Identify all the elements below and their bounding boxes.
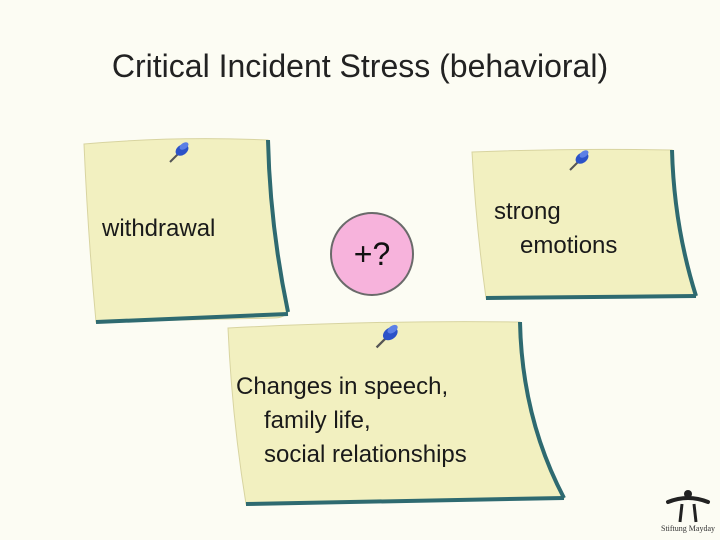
note-bottom-line2: family life, — [264, 407, 371, 434]
pushpin-icon — [569, 150, 589, 171]
question-circle: +? — [330, 212, 414, 296]
logo: Stiftung Mayday — [660, 486, 716, 536]
note-bottom-text: Changes in speech, family life, social r… — [236, 370, 467, 472]
sticky-note-bottom — [227, 321, 566, 506]
pushpin-icon — [169, 142, 189, 163]
note-right-line1: strong — [494, 198, 561, 225]
pushpin-icon — [375, 324, 398, 349]
note-left-text: withdrawal — [102, 215, 216, 242]
slide-title: Critical Incident Stress (behavioral) — [111, 48, 609, 84]
note-bottom-line1: Changes in speech, — [236, 373, 449, 400]
mayday-logo-icon — [666, 490, 710, 523]
note-bottom-line3: social relationships — [264, 441, 467, 468]
logo-label: Stiftung Mayday — [661, 524, 715, 533]
sticky-note-left — [83, 138, 290, 324]
note-right-line2: emotions — [520, 232, 618, 259]
question-circle-text: +? — [353, 235, 391, 272]
sticky-note-right — [471, 148, 698, 300]
